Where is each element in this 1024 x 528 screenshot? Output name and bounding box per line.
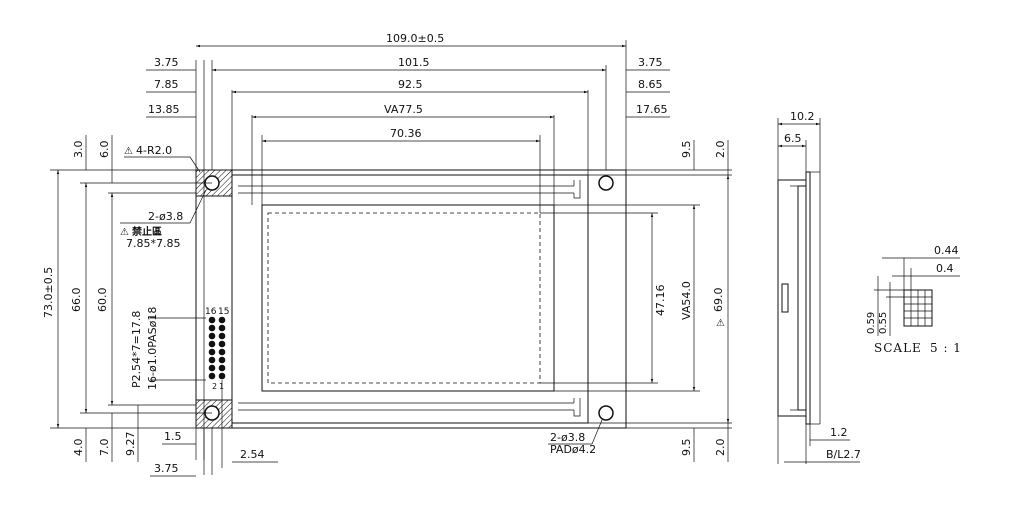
detail-view: 0.44 0.4 0.59 0.55 SCALE 5 : 1 xyxy=(866,244,962,355)
dim-bottom-7: 7.0 xyxy=(98,439,111,457)
dim-375-bottom: 3.75 xyxy=(154,462,179,475)
detail-dot-w: 0.44 xyxy=(934,244,959,257)
detail-dot-h: 0.59 xyxy=(866,312,877,334)
side-connector xyxy=(781,283,789,313)
dim-right-bezel: 8.65 xyxy=(638,78,663,91)
pin-header xyxy=(208,316,226,380)
note-pin-pitch: P2.54*7=17.8 xyxy=(130,311,143,388)
dim-va-height: VA54.0 xyxy=(680,281,693,320)
pin-16-label: 16 xyxy=(205,307,217,317)
note-pad: PADø4.2 xyxy=(550,443,596,456)
tri-mark-keepout: ⚠ xyxy=(120,227,129,238)
side-thickness-body: 6.5 xyxy=(784,132,802,145)
bezel-outline xyxy=(231,174,589,424)
note-corner-radius: 4-R2.0 xyxy=(136,144,172,157)
dim-right-top-95: 9.5 xyxy=(680,141,693,159)
note-holes-bottom: 2-ø3.8 xyxy=(550,431,585,444)
dim-pcb-height: 69.0 xyxy=(712,288,725,313)
dim-right-hole: 3.75 xyxy=(638,56,663,69)
dim-15: 1.5 xyxy=(164,430,182,443)
dim-view-area: VA77.5 xyxy=(384,103,423,116)
dim-hole-pitch: 101.5 xyxy=(398,56,430,69)
side-pcb xyxy=(805,171,811,425)
detail-dot-pitch-h: 0.55 xyxy=(878,312,889,334)
dim-active-height: 47.16 xyxy=(654,285,667,317)
dim-overall-height: 73.0±0.5 xyxy=(42,267,55,318)
mount-hole-bottom-right xyxy=(598,405,614,421)
dim-bezel-height: 60.0 xyxy=(96,288,109,313)
dim-top-6: 6.0 xyxy=(98,141,111,159)
pin-2-label: 2 xyxy=(212,382,217,391)
dim-left-va: 13.85 xyxy=(148,103,180,116)
note-keepout-size: 7.85*7.85 xyxy=(126,237,180,250)
dim-right-bottom-20: 2.0 xyxy=(714,439,727,457)
dim-right-va: 17.65 xyxy=(636,103,668,116)
front-view: 16 15 2 1 109.0±0.5 101.5 92.5 VA77.5 70… xyxy=(42,32,732,477)
detail-scale-value: 5 : 1 xyxy=(930,341,962,355)
dim-left-bezel: 7.85 xyxy=(154,78,179,91)
dim-bottom-927: 9.27 xyxy=(124,432,137,457)
side-thickness-total: 10.2 xyxy=(790,110,815,123)
side-backlight: B/L2.7 xyxy=(826,448,861,461)
view-area xyxy=(261,204,555,392)
pin-15-label: 15 xyxy=(218,307,229,317)
note-pin-holes: 16-ø1.0PASø18 xyxy=(146,307,159,390)
detail-dot-pitch-w: 0.4 xyxy=(936,262,954,275)
dim-right-bottom-95: 9.5 xyxy=(680,439,693,457)
side-pcb-thickness: 1.2 xyxy=(830,426,848,439)
side-view: 10.2 6.5 1.2 B/L2.7 xyxy=(777,110,861,464)
active-area xyxy=(267,212,541,384)
note-holes: 2-ø3.8 xyxy=(148,210,183,223)
side-bezel xyxy=(797,185,807,411)
dim-left-hole: 3.75 xyxy=(154,56,179,69)
dim-254: 2.54 xyxy=(240,448,265,461)
tri-mark-corner: ⚠ xyxy=(124,146,133,157)
dim-top-3: 3.0 xyxy=(72,141,85,159)
dim-bezel-width: 92.5 xyxy=(398,78,423,91)
dim-overall-width: 109.0±0.5 xyxy=(386,32,444,45)
dim-right-top-20: 2.0 xyxy=(714,141,727,159)
pin-1-label: 1 xyxy=(219,382,224,391)
dim-bottom-4: 4.0 xyxy=(72,439,85,457)
tri-mark-right: ⚠ xyxy=(716,318,725,329)
detail-scale-label: SCALE xyxy=(874,341,922,355)
note-keepout-title: 禁止區 xyxy=(131,225,162,238)
dim-hole-pitch-v: 66.0 xyxy=(70,288,83,313)
dim-active-area: 70.36 xyxy=(390,127,422,140)
module-outline xyxy=(195,169,627,429)
mount-hole-top-right xyxy=(598,175,614,191)
